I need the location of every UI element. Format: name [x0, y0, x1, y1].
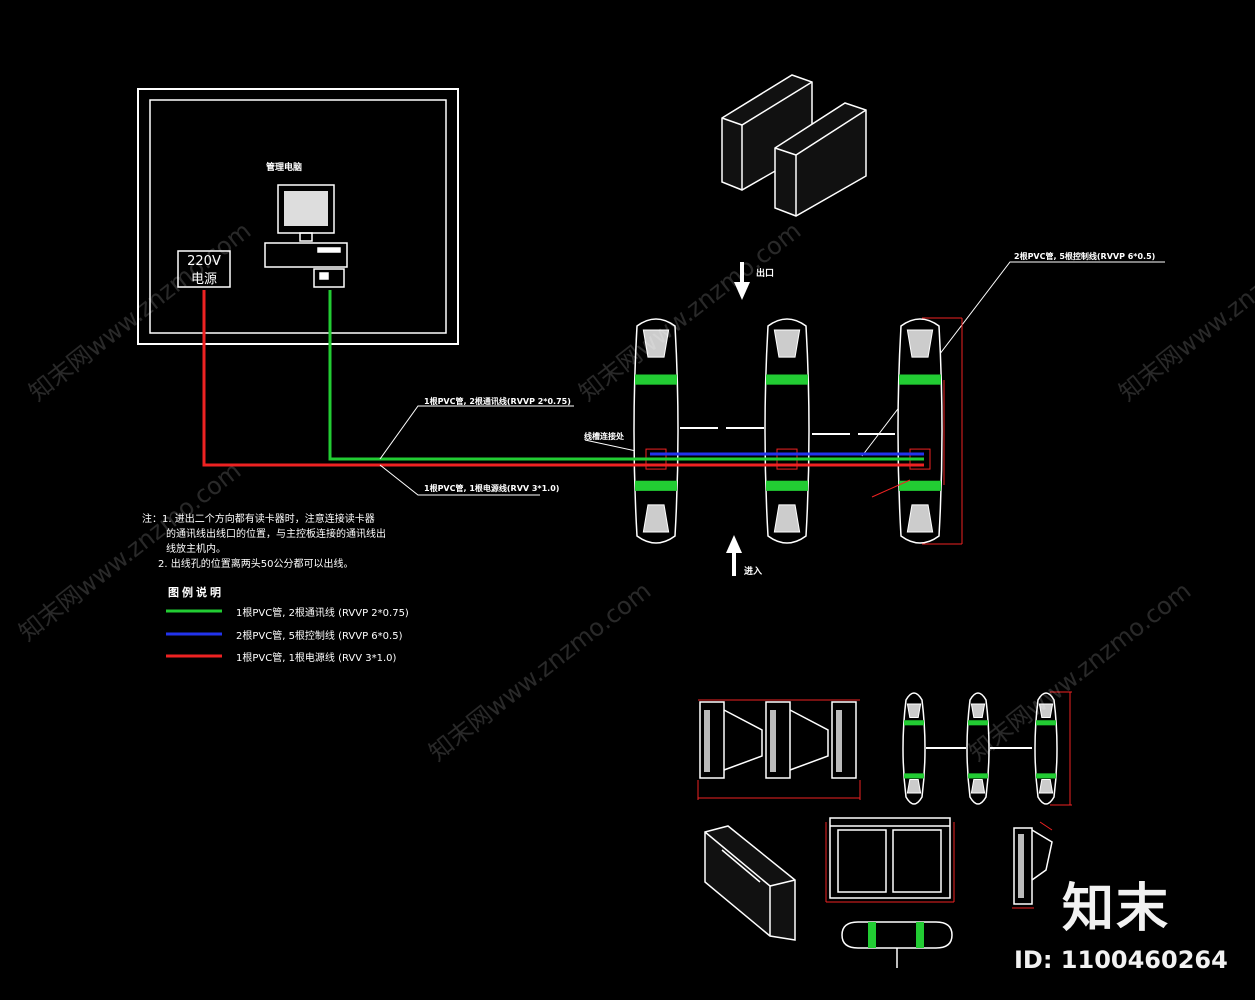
direction-entry-label: 进入	[744, 567, 763, 577]
exit-arrow-icon	[734, 282, 750, 300]
note-line: 2. 出线孔的位置离两头50公分都可以出线。	[158, 559, 354, 570]
small-turnstile-plan	[902, 692, 1058, 805]
sensor-band	[968, 720, 988, 726]
legend-label-control: 2根PVC管, 5根控制线 (RVVP 6*0.5)	[236, 631, 403, 642]
sensor-band	[766, 374, 808, 385]
top-plan-capsule	[841, 921, 953, 968]
power-supply-text: 电源	[190, 272, 217, 287]
cable-label-upper: 1根PVC管, 2根通讯线(RVVP 2*0.75)	[424, 397, 571, 406]
power-cable	[202, 290, 924, 467]
sensor-band	[635, 480, 677, 491]
dimension-lines	[871, 317, 963, 545]
brand-logo: 知末	[1062, 879, 1171, 939]
small-turnstile-unit-2	[966, 692, 990, 805]
computer-label: 管理电脑	[266, 163, 303, 173]
sensor-band	[766, 480, 808, 491]
control-room-outer-wall	[137, 88, 459, 345]
power-supply-box	[177, 250, 231, 288]
computer-icon	[264, 184, 348, 288]
note-line: 注：1. 进出二个方向都有读卡器时，注意连接读卡器	[142, 514, 375, 525]
notes-block: 注：1. 进出二个方向都有读卡器时，注意连接读卡器 的通讯线出线口的位置，与主控…	[142, 512, 386, 572]
turnstile-unit-3	[897, 318, 943, 544]
gate-arms	[680, 427, 895, 435]
sensor-band	[1036, 720, 1056, 726]
small-dimension-lines	[1050, 691, 1072, 806]
note-line: 线放主机内。	[166, 544, 226, 555]
direction-arrows	[726, 262, 750, 576]
sensor-band	[899, 374, 941, 385]
small-turnstile-unit-1	[902, 692, 926, 805]
sensor-band	[968, 773, 988, 779]
legend-label-comm: 1根PVC管, 2根通讯线 (RVVP 2*0.75)	[236, 608, 409, 619]
sensor-band	[904, 720, 924, 726]
small-turnstile-unit-3	[1034, 692, 1058, 805]
cable-label-lower: 1根PVC管, 1根电源线(RVV 3*1.0)	[424, 484, 560, 493]
side-elevation	[1012, 821, 1053, 909]
sensor-band	[635, 374, 677, 385]
turnstile-3d-top	[721, 74, 867, 217]
image-id: ID: 1100460264	[1014, 946, 1228, 974]
legend-title: 图例说明	[168, 586, 224, 599]
sensor-band	[899, 480, 941, 491]
power-supply-voltage: 220V	[187, 254, 221, 269]
turnstile-unit-1	[633, 318, 679, 544]
legend-label-power: 1根PVC管, 1根电源线 (RVV 3*1.0)	[236, 653, 397, 664]
entry-arrow-icon	[726, 535, 742, 553]
legend-swatches	[166, 609, 222, 658]
sensor-band	[1036, 773, 1056, 779]
power-supply-label: 220V 电源	[180, 253, 228, 289]
sensor-band	[904, 773, 924, 779]
cable-label-right: 2根PVC管, 5根控制线(RVVP 6*0.5)	[1014, 252, 1156, 261]
desktop-case-icon	[264, 242, 348, 268]
control-box-icon	[313, 268, 345, 288]
direction-exit-label: 出口	[756, 269, 775, 279]
front-elevation	[825, 817, 955, 903]
control-room	[137, 88, 459, 345]
turnstile-unit-2	[764, 318, 810, 544]
main-turnstile-plan	[630, 318, 943, 544]
note-line: 的通讯线出线口的位置，与主控板连接的通讯线出	[166, 529, 386, 540]
control-room-inner-wall	[149, 99, 447, 334]
turnstile-3d-bottom	[704, 825, 796, 941]
elevation-flap-turnstiles	[697, 699, 861, 800]
cable-label-junction: 线槽连接处	[584, 432, 624, 441]
cable-runs	[202, 290, 924, 467]
